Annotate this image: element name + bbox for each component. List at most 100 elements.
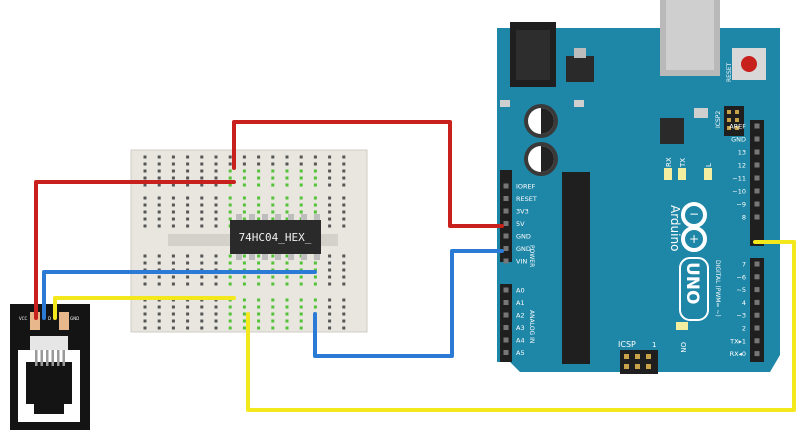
- ic-chip: 74HC04_HEX_: [230, 214, 321, 260]
- breadboard-hole: [328, 261, 332, 265]
- digital-pin-label: 7: [742, 261, 746, 269]
- breadboard-hole: [171, 183, 175, 187]
- breadboard-hole: [214, 162, 218, 166]
- svg-text:−: −: [689, 207, 699, 221]
- chip-leg: [288, 214, 294, 220]
- breadboard-hole: [200, 203, 204, 207]
- breadboard-hole: [186, 183, 190, 187]
- breadboard-hole: [257, 169, 261, 173]
- breadboard-hole: [271, 162, 275, 166]
- digital-pin-label: 2: [742, 325, 746, 333]
- breadboard-hole: [228, 275, 232, 279]
- breadboard-hole: [342, 155, 346, 159]
- analog-header: [500, 284, 512, 362]
- breadboard-hole: [299, 155, 303, 159]
- breadboard-hole: [313, 183, 317, 187]
- breadboard-hole: [257, 261, 261, 265]
- breadboard-hole: [143, 224, 147, 228]
- breadboard-hole: [171, 224, 175, 228]
- breadboard-hole: [157, 282, 161, 286]
- breadboard-hole: [257, 210, 261, 214]
- wire-red-5v: [232, 120, 504, 228]
- power-pin: [503, 246, 509, 251]
- microcontroller: [562, 172, 590, 364]
- breadboard-hole: [143, 326, 147, 330]
- breadboard-hole: [342, 203, 346, 207]
- breadboard-hole: [200, 224, 204, 228]
- led-label-tx: TX: [679, 158, 687, 168]
- breadboard-hole: [214, 196, 218, 200]
- breadboard-hole: [242, 305, 246, 309]
- breadboard-hole: [285, 326, 289, 330]
- power-pin-label: 5V: [516, 220, 525, 228]
- breadboard-hole: [228, 210, 232, 214]
- icsp-label: ICSP: [618, 340, 636, 349]
- breadboard-hole: [228, 282, 232, 286]
- breadboard-hole: [171, 210, 175, 214]
- breadboard-hole: [328, 203, 332, 207]
- power-pin-label: RESET: [516, 195, 537, 203]
- breadboard-hole: [257, 319, 261, 323]
- chip-leg: [288, 254, 294, 260]
- rj11-jack-module: VCC D GND: [10, 304, 90, 430]
- breadboard-hole: [157, 312, 161, 316]
- breadboard-hole: [328, 155, 332, 159]
- reset-button: [741, 56, 757, 72]
- breadboard-hole: [328, 224, 332, 228]
- chip-leg: [262, 254, 268, 260]
- breadboard-hole: [143, 169, 147, 173]
- breadboard-hole: [171, 319, 175, 323]
- breadboard-hole: [200, 162, 204, 166]
- breadboard-hole: [143, 254, 147, 258]
- breadboard-hole: [228, 155, 232, 159]
- breadboard-hole: [313, 268, 317, 272]
- breadboard-hole: [342, 254, 346, 258]
- breadboard-hole: [143, 275, 147, 279]
- breadboard-hole: [214, 305, 218, 309]
- power-pin: [503, 208, 509, 214]
- chip-label: 74HC04_HEX_: [239, 231, 312, 244]
- breadboard-hole: [342, 196, 346, 200]
- digital-pin-label: 12: [738, 162, 746, 170]
- breadboard-hole: [328, 254, 332, 258]
- breadboard-hole: [313, 155, 317, 159]
- breadboard-hole: [171, 196, 175, 200]
- breadboard-hole: [157, 217, 161, 221]
- digital-pin: [754, 261, 760, 267]
- breadboard-hole: [171, 254, 175, 258]
- icsp-pin: [624, 354, 629, 359]
- icsp2-pin: [735, 126, 739, 130]
- digital-pin: [754, 325, 760, 331]
- breadboard-hole: [271, 282, 275, 286]
- chip-leg: [275, 214, 281, 220]
- breadboard-hole: [313, 261, 317, 265]
- digital-group-label: DIGITAL (PWM= ~): [714, 260, 721, 317]
- breadboard-hole: [143, 196, 147, 200]
- power-pin: [503, 183, 509, 189]
- breadboard-hole: [171, 203, 175, 207]
- breadboard-hole: [242, 275, 246, 279]
- breadboard-hole: [200, 275, 204, 279]
- breadboard-hole: [271, 203, 275, 207]
- digital-pin-label: AREF: [729, 123, 746, 131]
- digital-pin-label: ~5: [736, 286, 746, 294]
- breadboard-hole: [157, 224, 161, 228]
- analog-pin: [503, 287, 509, 293]
- led-label-rx: RX: [665, 157, 673, 167]
- breadboard-hole: [157, 305, 161, 309]
- breadboard-hole: [242, 162, 246, 166]
- breadboard-hole: [200, 312, 204, 316]
- chip-leg: [314, 254, 320, 260]
- breadboard-hole: [171, 312, 175, 316]
- digital-pin: [754, 351, 760, 357]
- breadboard-hole: [299, 162, 303, 166]
- breadboard-hole: [143, 183, 147, 187]
- power-pin: [503, 233, 509, 239]
- breadboard-hole: [157, 275, 161, 279]
- jack-pin-label-gnd: GND: [70, 316, 79, 321]
- breadboard-hole: [171, 155, 175, 159]
- breadboard-hole: [285, 312, 289, 316]
- analog-pin-label: A3: [516, 324, 525, 332]
- breadboard-hole: [143, 319, 147, 323]
